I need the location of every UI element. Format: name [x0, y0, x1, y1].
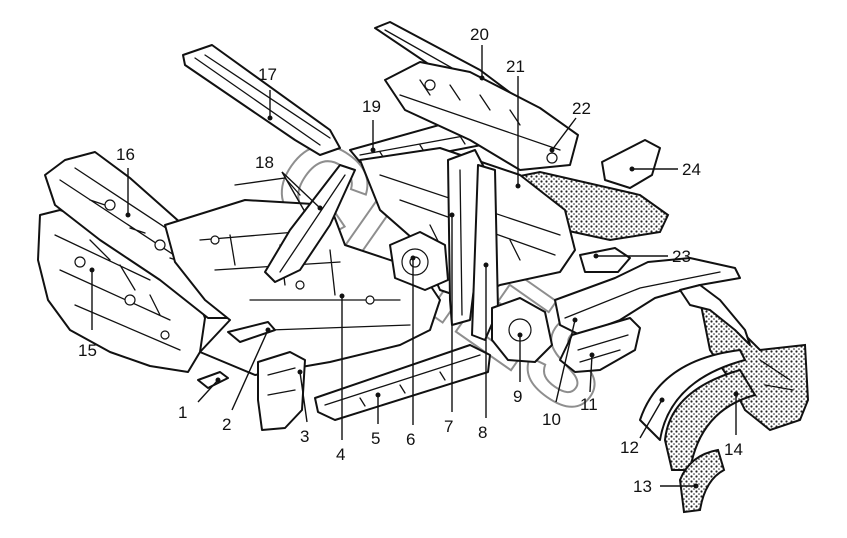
callout-22: 22 [572, 99, 591, 118]
part-22-rear-floor [384, 61, 579, 171]
callout-8: 8 [478, 423, 487, 442]
callout-3: 3 [300, 427, 309, 446]
callout-15: 15 [78, 341, 97, 360]
callout-14: 14 [724, 440, 743, 459]
part-11-bracket [559, 317, 641, 373]
callout-23: 23 [672, 247, 691, 266]
part-13-arch-extension [678, 448, 726, 514]
callout-group: 1 2 3 4 5 6 7 8 9 10 11 12 13 [78, 25, 743, 496]
callout-7: 7 [444, 417, 453, 436]
callout-24: 24 [682, 160, 701, 179]
part-2-bracket [227, 321, 276, 343]
callout-19: 19 [362, 97, 381, 116]
callout-9: 9 [513, 387, 522, 406]
callout-18: 18 [255, 153, 274, 172]
callout-1: 1 [178, 403, 187, 422]
callout-11: 11 [580, 395, 598, 414]
callout-16: 16 [116, 145, 135, 164]
part-9-inner-housing [491, 297, 553, 363]
callout-12: 12 [620, 438, 639, 457]
callout-17: 17 [258, 65, 277, 84]
part-5-rocker [314, 344, 491, 421]
callout-2: 2 [222, 415, 231, 434]
callout-6: 6 [406, 430, 415, 449]
part-3-bracket [257, 351, 306, 431]
part-12-wheel-arch [639, 349, 757, 471]
part-1-clip [197, 371, 229, 389]
callout-5: 5 [371, 429, 380, 448]
callout-4: 4 [336, 445, 345, 464]
callout-20: 20 [470, 25, 489, 44]
callout-10: 10 [542, 410, 561, 429]
part-17-roof-cross-member [182, 44, 341, 156]
part-24-bracket [601, 139, 661, 189]
callout-13: 13 [633, 477, 652, 496]
part-23-bracket [579, 247, 631, 273]
callout-21: 21 [506, 57, 525, 76]
part-14-quarter-panel [679, 284, 810, 432]
